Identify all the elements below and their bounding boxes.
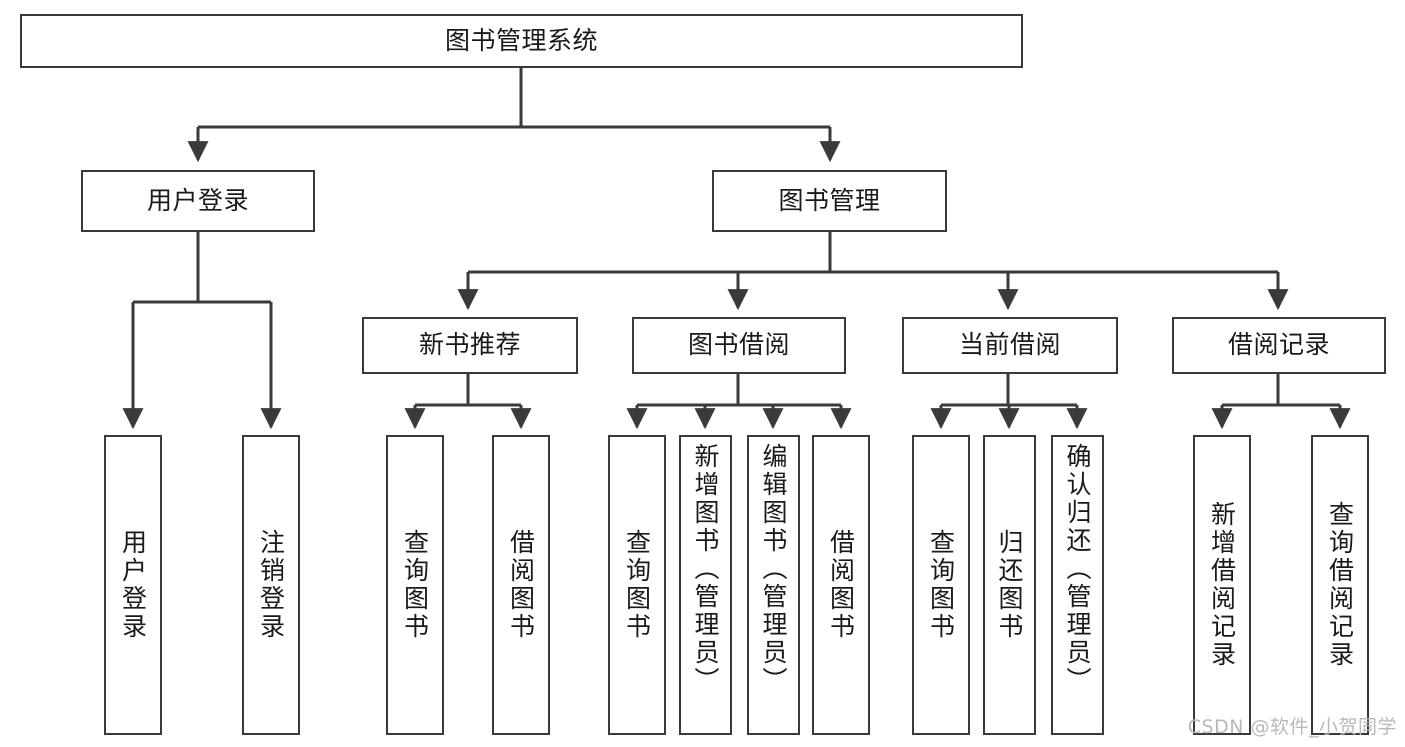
node-label: 新增图书（管理员）: [691, 443, 720, 695]
node-label: 归还图书: [995, 529, 1024, 641]
node-label: 确认归还（管理员）: [1063, 443, 1092, 695]
node-current-borrow[interactable]: 当前借阅: [902, 317, 1118, 374]
node-label: 借阅图书: [826, 529, 856, 641]
node-label: 图书借阅: [687, 330, 790, 360]
node-label: 借阅图书: [506, 529, 536, 641]
node-book-borrow[interactable]: 图书借阅: [632, 317, 846, 374]
node-label: 编辑图书（管理员）: [759, 443, 788, 695]
leaf-node-query-book-current[interactable]: 查询图书: [912, 435, 970, 735]
node-root-system[interactable]: 图书管理系统: [20, 14, 1023, 68]
leaf-node-edit-book[interactable]: 编辑图书（管理员）: [747, 435, 800, 735]
node-label: 新增借阅记录: [1207, 501, 1237, 669]
node-new-book-recommend[interactable]: 新书推荐: [362, 317, 578, 374]
node-label: 借阅记录: [1227, 330, 1330, 360]
node-label: 查询图书: [622, 529, 652, 641]
node-label: 查询借阅记录: [1325, 501, 1355, 669]
csdn-watermark: CSDN @软件_小贺同学: [1187, 716, 1397, 738]
leaf-node-user-login[interactable]: 用户登录: [104, 435, 162, 735]
leaf-node-query-book-recommend[interactable]: 查询图书: [386, 435, 444, 735]
node-label: 查询图书: [926, 529, 956, 641]
node-book-management[interactable]: 图书管理: [712, 170, 947, 232]
node-label: 当前借阅: [958, 330, 1061, 360]
node-label: 查询图书: [400, 529, 430, 641]
node-label: 注销登录: [256, 529, 286, 641]
node-label: 图书管理: [778, 185, 881, 215]
node-borrow-record[interactable]: 借阅记录: [1172, 317, 1386, 374]
node-label: 用户登录: [118, 529, 148, 641]
leaf-node-confirm-return[interactable]: 确认归还（管理员）: [1051, 435, 1104, 735]
node-label: 新书推荐: [418, 330, 521, 360]
leaf-node-query-borrow-record[interactable]: 查询借阅记录: [1311, 435, 1369, 735]
leaf-node-logout[interactable]: 注销登录: [242, 435, 300, 735]
leaf-node-borrow-book[interactable]: 借阅图书: [812, 435, 870, 735]
leaf-node-query-book-borrow[interactable]: 查询图书: [608, 435, 666, 735]
node-label: 图书管理系统: [444, 25, 598, 55]
node-user-login[interactable]: 用户登录: [81, 170, 315, 232]
leaf-node-add-borrow-record[interactable]: 新增借阅记录: [1193, 435, 1251, 735]
node-label: 用户登录: [146, 185, 249, 215]
leaf-node-return-book[interactable]: 归还图书: [983, 435, 1036, 735]
leaf-node-add-book[interactable]: 新增图书（管理员）: [679, 435, 732, 735]
leaf-node-borrow-book-recommend[interactable]: 借阅图书: [492, 435, 550, 735]
